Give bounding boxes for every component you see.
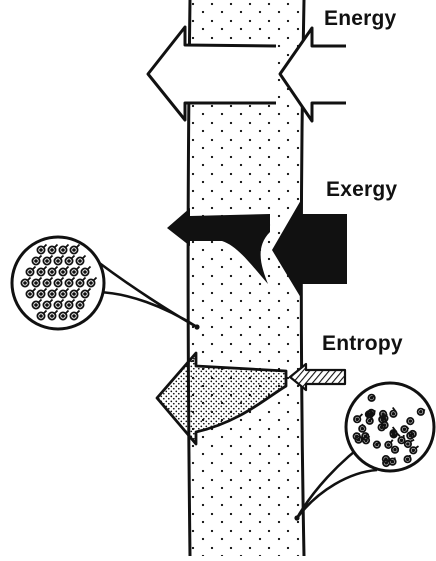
particle-core: [385, 462, 387, 464]
particle-tail: [368, 436, 369, 438]
particle-core: [84, 271, 86, 273]
particle-core: [401, 439, 403, 441]
particle-core: [393, 432, 395, 434]
particle-core: [407, 443, 409, 445]
particle-core: [388, 444, 390, 446]
particle-core: [409, 435, 411, 437]
particle-tail: [415, 432, 416, 433]
particle-tail: [384, 414, 385, 417]
particle-core: [84, 293, 86, 295]
particle-core: [62, 315, 64, 317]
particle-tail: [374, 411, 376, 412]
particle-core: [35, 282, 37, 284]
particle-core: [46, 304, 48, 306]
particle-core: [35, 304, 37, 306]
particle-core: [35, 260, 37, 262]
particle-core: [381, 426, 383, 428]
particle-core: [420, 411, 422, 413]
particle-tail: [423, 410, 425, 411]
inset-left-callout: [98, 262, 200, 330]
particle-core: [57, 260, 59, 262]
particle-core: [68, 260, 70, 262]
particle-core: [46, 282, 48, 284]
particle-core: [73, 249, 75, 251]
particle-core: [407, 458, 409, 460]
particle-core: [73, 293, 75, 295]
entropy-label: Entropy: [322, 332, 403, 356]
particle-core: [381, 419, 383, 421]
particle-core: [409, 420, 411, 422]
particle-core: [51, 293, 53, 295]
particle-core: [361, 428, 363, 430]
particle-core: [24, 282, 26, 284]
particle-core: [57, 282, 59, 284]
particle-core: [356, 436, 358, 438]
particle-core: [393, 413, 395, 415]
particle-core: [40, 315, 42, 317]
particle-core: [40, 293, 42, 295]
particle-core: [68, 304, 70, 306]
particle-core: [79, 304, 81, 306]
particle-core: [79, 260, 81, 262]
particle-core: [40, 249, 42, 251]
particle-core: [51, 315, 53, 317]
energy-label: Energy: [324, 7, 396, 31]
particle-core: [68, 282, 70, 284]
particle-tail: [384, 460, 388, 461]
particle-core: [356, 418, 358, 420]
particle-core: [73, 271, 75, 273]
particle-core: [29, 293, 31, 295]
particle-core: [51, 249, 53, 251]
particle-tail: [397, 447, 398, 449]
particle-core: [79, 282, 81, 284]
particle-core: [57, 304, 59, 306]
inset-left-magnifier: [12, 237, 104, 329]
particle-core: [90, 282, 92, 284]
particle-core: [40, 271, 42, 273]
particle-core: [46, 260, 48, 262]
particle-core: [394, 449, 396, 451]
inset-right-magnifier: [346, 383, 434, 471]
particle-core: [365, 439, 367, 441]
exergy-label: Exergy: [326, 178, 397, 202]
particle-tail: [386, 422, 387, 423]
particle-core: [73, 315, 75, 317]
particle-core: [62, 271, 64, 273]
particle-core: [404, 428, 406, 430]
particle-core: [392, 461, 394, 463]
particle-core: [29, 271, 31, 273]
particle-core: [412, 449, 414, 451]
particle-core: [51, 271, 53, 273]
particle-core: [62, 249, 64, 251]
particle-core: [62, 293, 64, 295]
